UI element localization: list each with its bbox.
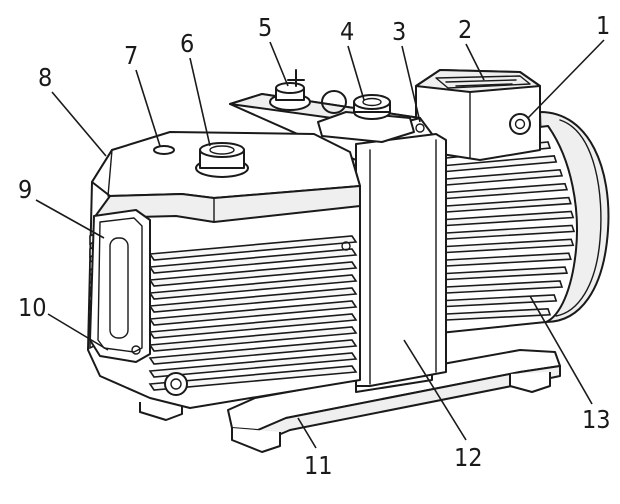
tank-fin xyxy=(148,352,358,378)
callout-4: 4 xyxy=(340,17,354,46)
callout-11: 11 xyxy=(304,451,333,480)
tank-fin xyxy=(148,248,358,274)
base-frame xyxy=(139,349,561,453)
tank-fin xyxy=(148,313,358,339)
motor-fin xyxy=(445,280,564,294)
motor-fin xyxy=(445,224,576,240)
motor-fin xyxy=(445,210,575,227)
tank-fin xyxy=(148,339,358,365)
callout-7: 7 xyxy=(124,41,138,70)
pump-housing xyxy=(87,69,447,409)
motor-fin xyxy=(445,155,558,173)
motor-cooling-fins xyxy=(445,141,576,321)
tank-fin xyxy=(148,326,358,352)
tank-fin xyxy=(148,261,358,287)
motor-fin xyxy=(445,196,572,213)
tank-fin xyxy=(148,300,358,326)
motor-fin xyxy=(445,252,572,267)
callout-8: 8 xyxy=(38,63,52,92)
motor-fin xyxy=(445,307,552,321)
motor-fin xyxy=(445,168,564,186)
motor xyxy=(415,69,610,335)
callout-9: 9 xyxy=(18,175,32,204)
callout-10: 10 xyxy=(18,293,47,322)
tank-fin xyxy=(148,365,358,391)
tank-fin xyxy=(148,235,358,261)
callout-12: 12 xyxy=(454,443,483,472)
motor-fin xyxy=(445,294,558,308)
tank-cooling-fins xyxy=(89,230,358,391)
motor-fin xyxy=(445,238,575,254)
callout-13: 13 xyxy=(582,405,611,434)
callout-2: 2 xyxy=(458,15,472,44)
callout-labels: 1 2 3 4 5 6 7 8 9 10 11 12 13 xyxy=(18,11,611,480)
motor-fin xyxy=(445,266,569,281)
callout-1: 1 xyxy=(596,11,610,40)
tank-fin xyxy=(148,274,358,300)
motor-fin xyxy=(445,182,569,200)
tank-fin xyxy=(148,287,358,313)
callout-3: 3 xyxy=(392,17,406,46)
callout-5: 5 xyxy=(258,13,272,42)
leader-lines xyxy=(35,39,605,449)
callout-6: 6 xyxy=(180,29,194,58)
